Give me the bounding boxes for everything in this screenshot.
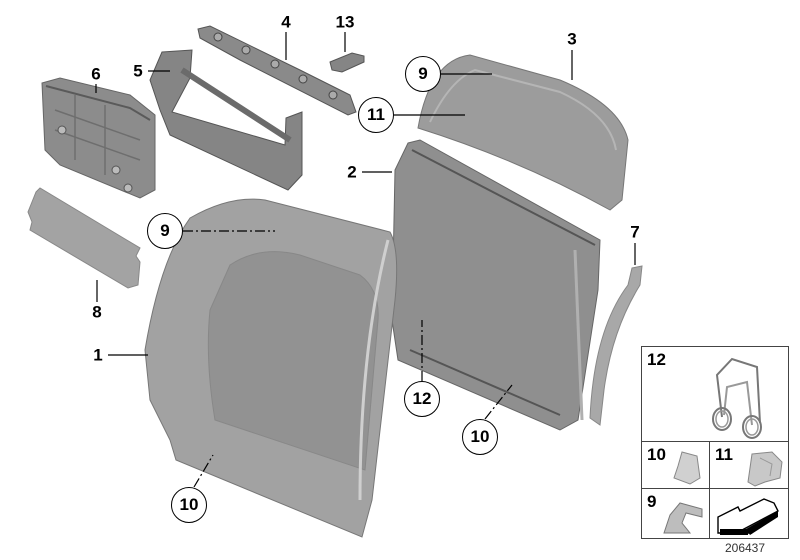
retainer-clip-icon	[747, 451, 783, 487]
legend-cell-11: 11	[709, 441, 789, 489]
callout-4: 4	[281, 12, 291, 32]
part-13-connector	[329, 52, 365, 73]
part-8-panel	[27, 187, 141, 289]
callout-9-circled: 9	[405, 56, 441, 92]
part-6-bracket	[41, 77, 156, 199]
legend-label-9: 9	[647, 492, 657, 511]
legend-cell-arrow	[709, 488, 789, 539]
legend-label-10: 10	[647, 445, 666, 464]
callout-10-circled: 10	[171, 487, 207, 523]
direction-arrow-icon	[717, 498, 779, 535]
part-7-side-trim	[589, 265, 643, 426]
legend-label-11: 11	[715, 445, 733, 464]
part-5-frame	[149, 49, 303, 191]
callout-2: 2	[347, 162, 357, 182]
callout-11-circled: 11	[358, 97, 394, 133]
callout-13: 13	[335, 12, 355, 32]
clip-icon	[673, 451, 701, 485]
callout-3: 3	[567, 29, 577, 49]
part-3-upper-cover	[417, 54, 629, 211]
part-1-backrest-panel	[144, 198, 398, 538]
callout-9-circled: 9	[147, 213, 183, 249]
callout-5: 5	[133, 61, 143, 81]
leader-lines	[95, 32, 636, 488]
document-id: 206437	[724, 541, 766, 555]
parts-legend: 12 10 11 9	[641, 346, 789, 539]
callout-12-circled: 12	[404, 381, 440, 417]
legend-cell-9: 9	[641, 488, 710, 539]
callout-6: 6	[91, 64, 101, 84]
legend-label-12: 12	[647, 350, 666, 369]
callout-1: 1	[93, 345, 103, 365]
part-2-rear-panel	[391, 139, 601, 431]
callout-7: 7	[630, 222, 640, 242]
torsion-spring-icon	[712, 357, 762, 439]
callout-10-circled: 10	[462, 419, 498, 455]
callout-8: 8	[92, 302, 102, 322]
legend-cell-12: 12	[641, 346, 789, 442]
spring-clip-icon	[663, 502, 703, 534]
part-4-strip	[197, 25, 357, 116]
legend-cell-10: 10	[641, 441, 710, 489]
